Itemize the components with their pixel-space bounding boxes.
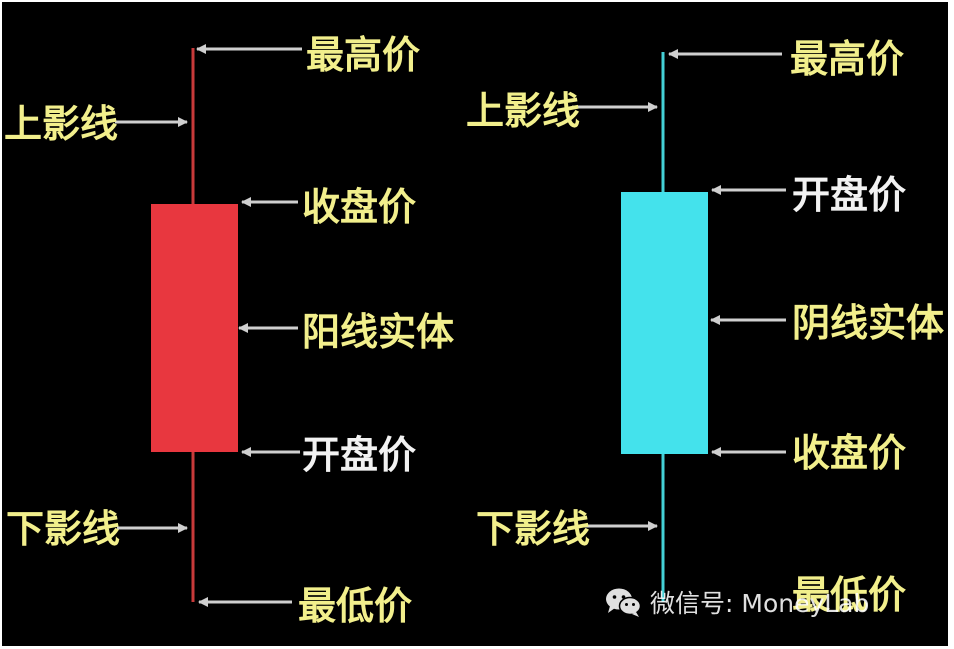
yin-labels: 最高价 上影线 开盘价 阴线实体 收盘价 下影线 最低价 [466,36,944,617]
yin-body [621,192,708,454]
yin-highest-label: 最高价 [790,36,904,81]
yang-body-label: 阳线实体 [302,309,454,354]
watermark-text: 微信号: MoneyLab [650,589,870,618]
yang-highest-label: 最高价 [306,32,420,77]
yin-lower-shadow-label: 下影线 [476,506,590,551]
yang-upper-shadow-label: 上影线 [4,101,118,146]
yin-lowest-label: 最低价 [792,572,906,617]
watermark: 微信号: MoneyLab [604,584,869,620]
yin-candle [621,52,708,602]
yin-body-label: 阴线实体 [792,300,944,345]
yin-arrows [572,49,786,531]
yang-close-label: 收盘价 [302,184,416,229]
yang-labels: 最高价 上影线 收盘价 阳线实体 开盘价 下影线 最低价 [4,32,454,628]
yin-close-label: 收盘价 [792,430,906,475]
yin-upper-shadow-label: 上影线 [466,88,580,133]
yang-candle [151,48,238,602]
yang-arrows [115,44,302,607]
wechat-icon [606,588,642,617]
yin-open-label: 开盘价 [792,172,906,217]
yang-body [151,204,238,452]
yang-open-label: 开盘价 [302,432,416,477]
yang-lowest-label: 最低价 [298,583,412,628]
yang-lower-shadow-label: 下影线 [6,506,120,551]
